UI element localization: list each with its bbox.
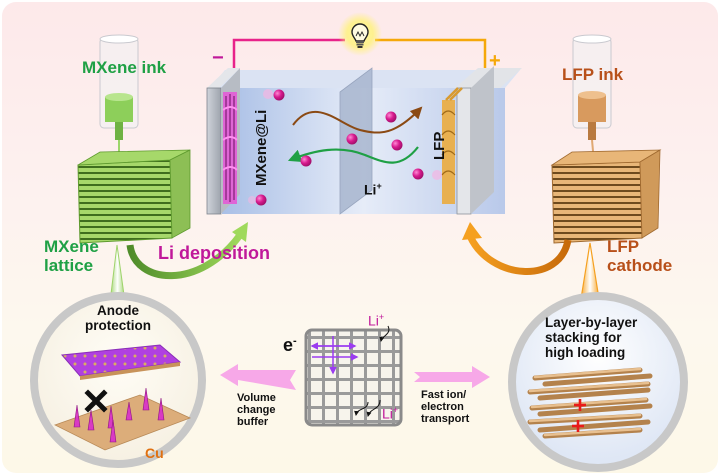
layer-stacking-label: Layer-by-layer stacking for high loading [545, 315, 638, 361]
mxene-lattice-line-1: MXene [44, 237, 99, 256]
cathode-current-collector [455, 66, 522, 215]
li-ion-charge: + [376, 181, 382, 191]
lfp-cathode-line-1: LFP [607, 237, 640, 256]
li-ion [412, 168, 424, 180]
li-dendrites [73, 387, 165, 443]
fast-line-1: Fast ion/ [421, 389, 467, 401]
mxene-lattice-line-2: lattice [44, 255, 94, 275]
mxene-lattice-block [77, 149, 191, 244]
anode-protection-label: Anode protection [85, 303, 151, 334]
fast-transport-label: Fast ion/ electron transport [421, 389, 469, 425]
volume-change-buffer-label: Volume change buffer [237, 392, 276, 428]
external-circuit [232, 12, 487, 80]
li-ion [273, 89, 285, 101]
plus-terminal: + [489, 50, 501, 72]
li-ion-top-label: Li+ [368, 312, 385, 329]
mxene-li-electrode [222, 92, 238, 204]
stacking-line-1: Layer-by-layer [545, 315, 638, 330]
li-top-charge: + [378, 312, 385, 322]
li-ion-text: Li [364, 181, 377, 198]
li-ion-faded [248, 196, 256, 204]
fast-line-3: transport [421, 413, 470, 426]
li-deposition-arrowhead [232, 222, 248, 242]
li-ion [391, 139, 403, 151]
cross-mark-icon [84, 389, 108, 413]
stacking-line-3: high loading [545, 344, 626, 360]
layer-stacking-inset [508, 292, 688, 472]
lfp-electrode [441, 87, 463, 204]
lightbulb-icon [351, 23, 369, 48]
fast-transport-arrow [414, 366, 490, 388]
anode-protection-line-2: protection [85, 317, 151, 333]
volume-line-3: buffer [237, 416, 269, 429]
lfp-cathode-arrow [466, 234, 572, 275]
cu-foil [53, 394, 192, 451]
li-ion-particles [248, 89, 442, 206]
anode-protection-inset [30, 292, 206, 468]
lfp-ink-syringe [572, 34, 612, 163]
electron-charge: - [293, 335, 297, 347]
li-ion [346, 133, 358, 145]
li-ion-bottom-label: Li+ [382, 405, 399, 422]
li-ion [385, 111, 397, 123]
printed-lattice-topview [304, 325, 403, 427]
lfp-ink-label: LFP ink [562, 65, 624, 84]
cu-label: Cu [145, 445, 164, 461]
li-ion-path-top [379, 325, 390, 342]
charge-flow-arrow [287, 146, 419, 164]
lfp-cathode-line-2: cathode [607, 255, 673, 275]
stacking-line-2: stacking for [545, 329, 622, 345]
battery-cell [206, 66, 522, 215]
volume-line-1: Volume [237, 392, 276, 404]
li-deposition-label: Li deposition [158, 243, 270, 263]
li-bottom-text: Li [382, 405, 393, 422]
red-plus-icon [572, 399, 586, 432]
volume-line-2: change [237, 404, 276, 417]
anode-material-label: MXene@Li [253, 109, 270, 186]
mxene-lattice-label: MXene lattice [44, 237, 99, 275]
positive-wire [375, 38, 487, 80]
li-ion-path-bottom-2 [366, 399, 381, 417]
lfp-cathode-label: LFP cathode [607, 237, 673, 275]
li-ion-faded [432, 170, 442, 180]
mxene-ink-syringe [99, 34, 139, 162]
li-ion [300, 155, 312, 167]
li-ion-label: Li+ [364, 181, 382, 198]
li-deposition-arrow [126, 232, 243, 280]
li-ion-faded [263, 89, 273, 99]
discharge-flow-arrow [292, 106, 423, 134]
li-bottom-charge: + [392, 405, 399, 415]
negative-wire [232, 38, 345, 80]
electron-label: e- [283, 335, 297, 356]
anode-protection-line-1: Anode [97, 303, 139, 318]
lfp-cathode-arrowhead [462, 222, 482, 240]
cathode-material-label: LFP [431, 131, 448, 160]
lfp-stacked-layers-highlight [528, 367, 650, 437]
fast-line-2: electron [421, 401, 464, 414]
electron-symbol: e [283, 335, 294, 355]
mxene-ink-label: MXene ink [82, 58, 167, 77]
li-ion [255, 194, 267, 206]
volume-buffer-arrow [220, 364, 296, 390]
minus-terminal: − [212, 47, 224, 69]
li-ion-path-bottom-1 [354, 401, 369, 416]
li-top-text: Li [368, 312, 379, 329]
lfp-lattice-block [550, 149, 662, 244]
